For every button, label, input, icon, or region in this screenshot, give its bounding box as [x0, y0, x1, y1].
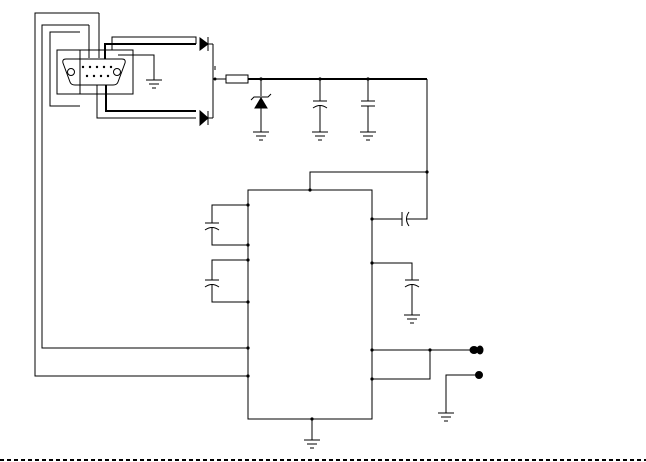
- ground-symbol-chip: [304, 417, 320, 448]
- diode-top: [200, 37, 213, 51]
- cable-loop-inner: [42, 25, 248, 348]
- cap-filter-1: [313, 79, 327, 132]
- ground-symbol-cap2: [360, 132, 376, 140]
- output-line-1: [370, 348, 470, 380]
- diode-junction-wire: [213, 44, 217, 118]
- cap-vminus: [370, 261, 419, 315]
- cable-loop-outer: [35, 13, 248, 376]
- cap-filter-2: [361, 79, 375, 132]
- ground-symbol-connector: [146, 80, 162, 88]
- db9-pins: [82, 66, 112, 77]
- supply-rail: [215, 79, 427, 172]
- ground-symbol-cap1: [312, 132, 328, 140]
- cap-vplus: [370, 172, 427, 226]
- ic-chip: [248, 190, 372, 419]
- output-terminal-2: [476, 372, 483, 379]
- diode-bottom: [200, 111, 213, 125]
- zener-diode: [251, 79, 271, 132]
- output-terminal-1: [470, 346, 483, 354]
- ground-symbol-output: [438, 413, 454, 421]
- ground-symbol-zener: [253, 132, 269, 140]
- cap-pump-2: [205, 258, 250, 303]
- rail-junctions: [259, 77, 428, 173]
- cap-pump-1: [205, 203, 250, 246]
- db9-connector: [57, 50, 133, 94]
- ground-symbol-vminus: [404, 315, 420, 323]
- chip-vcc-wire: [308, 172, 427, 192]
- output-line-2: [446, 375, 476, 413]
- resistor: [226, 75, 248, 83]
- diode-feed-wires: [97, 37, 196, 118]
